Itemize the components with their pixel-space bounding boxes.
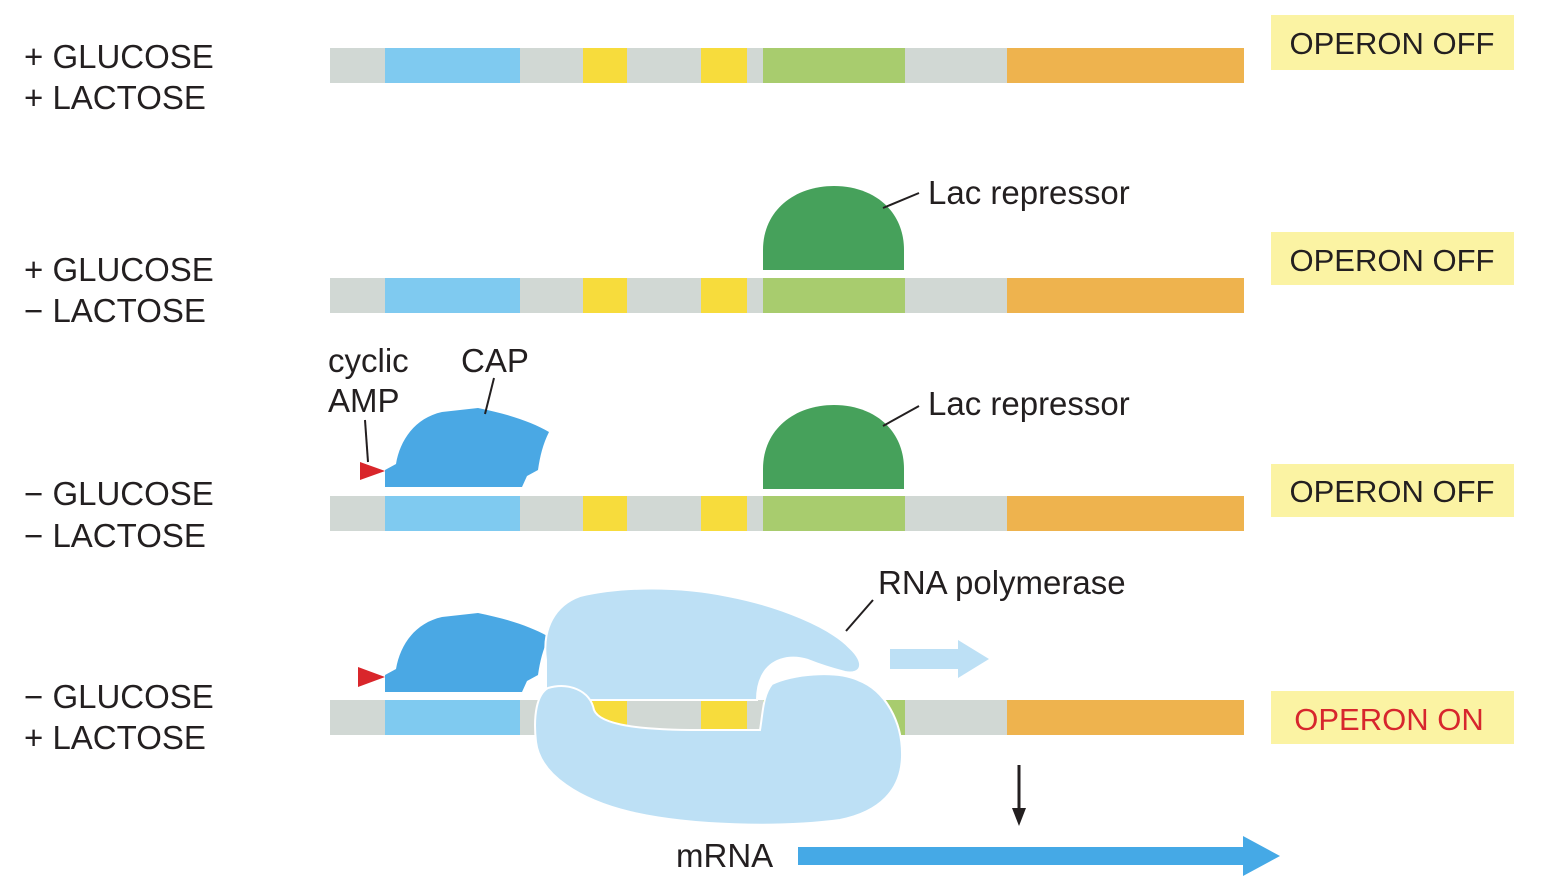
row-1-lactose-label: + LACTOSE [24,79,206,116]
row-3-dna-strand [330,496,1244,531]
promoter-segment [583,496,627,531]
lac-genes-segment [1007,278,1244,313]
lac-repressor-shape [763,405,904,489]
transcription-down-arrow-head [1012,808,1026,826]
row-1-glucose-label: + GLUCOSE [24,38,214,75]
mrna-label: mRNA [676,837,773,874]
row-3: − GLUCOSE − LACTOSE cyclic AMP CAP Lac r… [24,342,1514,554]
lac-repressor-shape [763,186,904,270]
row-2-status-box [1271,232,1514,285]
cap-protein-shape [385,613,549,692]
cap-label: CAP [461,342,529,379]
rna-polymerase-upper-lobe [544,587,861,701]
cap-leader-line [484,377,495,415]
row-4-status-box [1271,691,1514,744]
cyclic-amp-triangle [360,462,385,480]
row-2-status-label: OPERON OFF [1290,243,1495,278]
rna-polymerase-label: RNA polymerase [878,564,1126,601]
promoter-segment [701,496,747,531]
rna-polymerase-lower-jaw [534,673,904,826]
cap-site-segment [385,48,520,83]
row-3-lac-repressor-label: Lac repressor [928,385,1130,422]
row-3-glucose-label: − GLUCOSE [24,475,214,512]
row-4-glucose-label: − GLUCOSE [24,678,214,715]
row-4-status-label: OPERON ON [1294,702,1483,737]
row-1-status-box [1271,15,1514,70]
lac-genes-segment [1007,496,1244,531]
operator-segment [763,496,905,531]
row-1-dna-strand [330,48,1244,83]
row-2-lactose-label: − LACTOSE [24,292,206,329]
lac-repressor-leader-line [882,405,920,427]
row-2: + GLUCOSE − LACTOSE Lac repressor OPERON… [24,174,1514,329]
row-2-dna-strand [330,278,1244,313]
row-3-status-label: OPERON OFF [1290,474,1495,509]
promoter-segment [701,278,747,313]
lac-repressor-leader-line [882,192,920,209]
row-3-status-box [1271,464,1514,517]
cap-site-segment [385,496,520,531]
transcription-direction-arrow [890,640,989,678]
row-3-lactose-label: − LACTOSE [24,517,206,554]
cap-site-segment [385,700,520,735]
cyclic-label: cyclic [328,342,409,379]
row-1: + GLUCOSE + LACTOSE OPERON OFF [24,15,1514,116]
cyclic-amp-leader-line [364,419,369,463]
cyclic-amp-triangle [358,667,385,687]
mrna-arrow [798,836,1280,876]
row-4-lactose-label: + LACTOSE [24,719,206,756]
operator-segment [763,48,905,83]
lac-genes-segment [1007,700,1244,735]
promoter-segment [583,48,627,83]
lac-genes-segment [1007,48,1244,83]
amp-label: AMP [328,382,400,419]
promoter-segment [583,278,627,313]
row-4: − GLUCOSE + LACTOSE RNA polymerase OPERO… [24,564,1514,876]
row-1-status-label: OPERON OFF [1290,26,1495,61]
cap-site-segment [385,278,520,313]
cap-protein-shape [385,408,549,487]
row-2-glucose-label: + GLUCOSE [24,251,214,288]
row-2-lac-repressor-label: Lac repressor [928,174,1130,211]
promoter-segment [701,704,747,730]
promoter-segment [701,48,747,83]
rna-polymerase-leader-line [845,599,874,632]
operator-segment [763,278,905,313]
